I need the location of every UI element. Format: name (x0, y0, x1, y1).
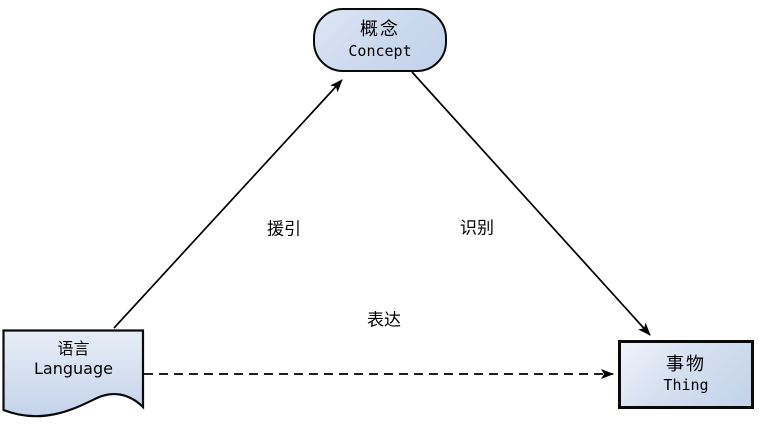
document-shape (2, 329, 145, 418)
node-concept-label-en: Concept (348, 41, 412, 60)
arrow-concept-to-thing (411, 71, 651, 336)
node-language: 语言 Language (2, 329, 145, 424)
node-thing-label-zh: 事物 (666, 353, 706, 375)
node-thing: 事物 Thing (618, 340, 754, 409)
node-language-label-en: Language (34, 359, 113, 378)
node-concept: 概念 Concept (313, 8, 447, 72)
edge-label-express: 表达 (367, 310, 401, 331)
edge-label-identify: 识别 (460, 218, 494, 239)
arrow-language-to-concept (113, 79, 343, 329)
node-concept-label-zh: 概念 (360, 19, 400, 41)
edge-label-cite: 援引 (267, 219, 301, 240)
node-language-label-zh: 语言 (57, 339, 90, 358)
node-thing-label-en: Thing (663, 376, 709, 395)
